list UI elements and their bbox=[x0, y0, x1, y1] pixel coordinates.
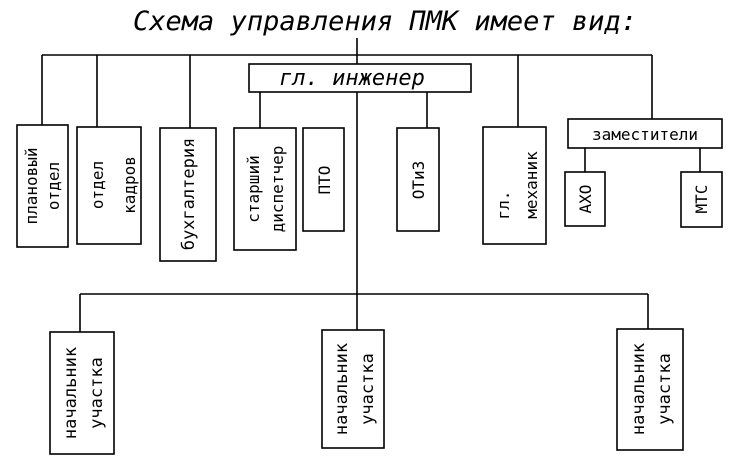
otiz-box bbox=[396, 127, 440, 232]
svg-text:АХО: АХО bbox=[576, 185, 595, 214]
svg-text:участка: участка bbox=[358, 353, 378, 425]
hr-label: отдел кадров bbox=[88, 156, 139, 214]
hr-box bbox=[76, 126, 142, 245]
svg-text:начальник: начальник bbox=[61, 347, 81, 439]
mts-box bbox=[680, 171, 723, 228]
accounting-label: бухгалтерия bbox=[179, 138, 199, 251]
accounting-box bbox=[159, 127, 217, 262]
chief-engineer-label: гл. инженер bbox=[279, 66, 425, 91]
pto-box bbox=[302, 127, 345, 232]
svg-text:отдел: отдел bbox=[88, 161, 107, 209]
svg-text:начальник: начальник bbox=[629, 343, 649, 435]
svg-text:механик: механик bbox=[522, 151, 541, 219]
deputies-box bbox=[567, 118, 723, 149]
planning-box bbox=[16, 124, 69, 248]
svg-text:участка: участка bbox=[87, 357, 107, 429]
svg-text:старший: старший bbox=[244, 155, 263, 222]
svg-text:гл.: гл. bbox=[494, 191, 513, 220]
aho-label: АХО bbox=[576, 185, 595, 214]
mts-label: МТС bbox=[692, 185, 711, 214]
pto-label: ПТО bbox=[315, 166, 334, 195]
site-head-1-label: начальник участка bbox=[61, 347, 107, 439]
svg-text:бухгалтерия: бухгалтерия bbox=[179, 138, 199, 251]
svg-text:начальник: начальник bbox=[332, 343, 352, 435]
svg-text:МТС: МТС bbox=[692, 185, 711, 214]
aho-box bbox=[564, 171, 606, 227]
planning-label: плановый отдел bbox=[22, 147, 63, 224]
svg-text:ОТиЗ: ОТиЗ bbox=[409, 161, 428, 200]
svg-text:диспетчер: диспетчер bbox=[268, 146, 287, 233]
otiz-label: ОТиЗ bbox=[409, 161, 428, 200]
diagram-title: Схема управления ПМК имеет вид: bbox=[133, 6, 637, 37]
svg-text:участка: участка bbox=[655, 353, 675, 425]
svg-text:кадров: кадров bbox=[120, 156, 139, 214]
chief-engineer-box bbox=[248, 63, 472, 93]
site-head-3-box bbox=[616, 328, 684, 451]
svg-text:отдел: отдел bbox=[44, 162, 63, 210]
svg-text:ПТО: ПТО bbox=[315, 166, 334, 195]
dispatcher-label: старший диспетчер bbox=[244, 146, 287, 233]
mechanic-label: гл. механик bbox=[494, 151, 541, 220]
site-head-3-label: начальник участка bbox=[629, 343, 675, 435]
site-head-1-box bbox=[49, 331, 115, 455]
site-head-2-label: начальник участка bbox=[332, 343, 378, 435]
site-head-2-box bbox=[321, 329, 385, 449]
dispatcher-box bbox=[233, 127, 297, 251]
svg-text:плановый: плановый bbox=[22, 147, 41, 224]
deputies-label: заместители bbox=[592, 125, 698, 144]
mechanic-box bbox=[482, 126, 547, 245]
